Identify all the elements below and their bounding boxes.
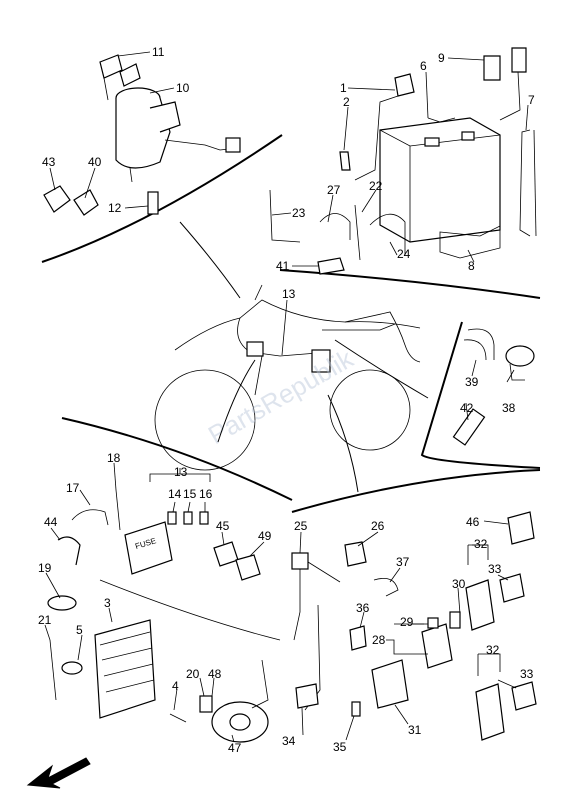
callout-43: 43 xyxy=(42,155,56,169)
callout-19: 19 xyxy=(38,561,52,575)
callout-26: 26 xyxy=(371,519,385,533)
callout-45: 45 xyxy=(216,519,230,533)
callout-9: 9 xyxy=(438,51,445,65)
main-switch-assembly xyxy=(43,54,241,216)
front-direction-arrow xyxy=(26,757,91,789)
callout-1: 1 xyxy=(340,81,347,95)
callout-46: 46 xyxy=(466,515,480,529)
callout-28: 28 xyxy=(372,633,386,647)
callout-13-center: 13 xyxy=(282,287,296,301)
callout-35: 35 xyxy=(333,740,347,754)
callout-33-upper: 33 xyxy=(488,562,502,576)
callout-42: 42 xyxy=(460,401,474,415)
callout-22: 22 xyxy=(369,179,383,193)
callout-34: 34 xyxy=(282,734,296,748)
leader-lines xyxy=(44,51,529,743)
callout-13-fuses: 13 xyxy=(174,465,188,479)
callouts: 11 10 12 43 40 1 2 6 9 7 8 23 27 22 24 4… xyxy=(38,45,535,755)
callout-33-lower: 33 xyxy=(520,667,534,681)
callout-36: 36 xyxy=(356,601,370,615)
right-middle-parts xyxy=(452,328,535,446)
callout-20: 20 xyxy=(186,667,200,681)
callout-2: 2 xyxy=(343,95,350,109)
callout-4: 4 xyxy=(172,679,179,693)
callout-27: 27 xyxy=(327,183,341,197)
callout-47: 47 xyxy=(228,741,242,755)
relay-and-switch-assembly xyxy=(291,511,537,741)
pointer-arrows xyxy=(179,221,429,493)
motorcycle-outline: PartsRepublik xyxy=(154,284,421,471)
callout-11: 11 xyxy=(152,45,165,59)
callout-23: 23 xyxy=(292,206,306,220)
callout-40: 40 xyxy=(88,155,102,169)
callout-18: 18 xyxy=(107,451,121,465)
battery-assembly xyxy=(269,47,537,275)
callout-30: 30 xyxy=(452,577,466,591)
callout-10: 10 xyxy=(176,81,190,95)
callout-12: 12 xyxy=(108,201,122,215)
callout-31: 31 xyxy=(408,723,422,737)
callout-6: 6 xyxy=(420,59,427,73)
callout-8: 8 xyxy=(468,259,475,273)
callout-32-upper: 32 xyxy=(474,537,488,551)
callout-38: 38 xyxy=(502,401,516,415)
callout-49: 49 xyxy=(258,529,272,543)
callout-24: 24 xyxy=(397,247,411,261)
callout-32-lower: 32 xyxy=(486,643,500,657)
callout-37: 37 xyxy=(396,555,410,569)
fuse-and-rectifier-assembly: FUSE xyxy=(47,489,281,743)
watermark: PartsRepublik xyxy=(203,343,359,450)
callout-41: 41 xyxy=(276,259,290,273)
callout-48: 48 xyxy=(208,667,222,681)
callout-25: 25 xyxy=(294,519,308,533)
callout-14: 14 xyxy=(168,487,182,501)
callout-29: 29 xyxy=(400,615,414,629)
callout-39: 39 xyxy=(465,375,479,389)
callout-44: 44 xyxy=(44,515,58,529)
callout-21: 21 xyxy=(38,613,52,627)
callout-5: 5 xyxy=(76,623,83,637)
callout-3: 3 xyxy=(104,596,111,610)
callout-7: 7 xyxy=(528,93,535,107)
callout-15: 15 xyxy=(183,487,197,501)
callout-16: 16 xyxy=(199,487,213,501)
callout-17: 17 xyxy=(66,481,80,495)
